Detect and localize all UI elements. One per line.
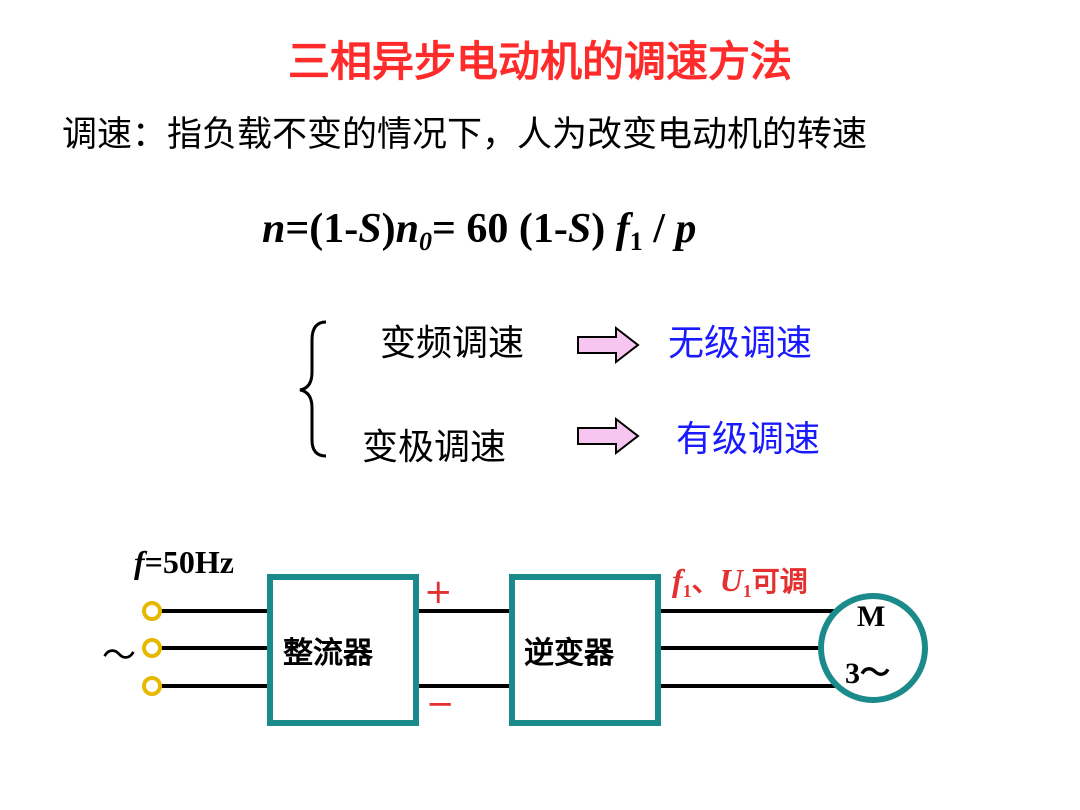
motor-phase-label: 3～ bbox=[845, 657, 890, 690]
supply-frequency-label: f=50Hz bbox=[134, 544, 234, 581]
speed-formula: n=(1-S)n0= 60 (1-S) f1 / p bbox=[262, 205, 696, 257]
formula-p: p bbox=[675, 206, 697, 252]
adj-f-sub: 1 bbox=[682, 581, 692, 601]
terminal-icon-3 bbox=[142, 676, 162, 696]
supply-f: f bbox=[134, 544, 145, 580]
arrow-icon-1 bbox=[577, 325, 640, 365]
terminal-icon-2 bbox=[142, 638, 162, 658]
formula-n0: n bbox=[395, 206, 419, 252]
formula-part-1: =(1- bbox=[285, 206, 359, 252]
adj-u: U bbox=[719, 562, 743, 598]
method-vf-result: 无级调速 bbox=[668, 323, 813, 364]
formula-f: f bbox=[615, 206, 630, 252]
minus-sign: − bbox=[426, 684, 455, 724]
rectifier-box bbox=[267, 574, 419, 726]
formula-slip-1: S bbox=[358, 206, 382, 252]
formula-slip-2: S bbox=[567, 206, 592, 252]
formula-slash: / bbox=[642, 206, 676, 252]
formula-n: n bbox=[262, 206, 286, 252]
plus-sign: + bbox=[424, 572, 453, 612]
ac-symbol: ～ bbox=[102, 636, 136, 676]
arrow-icon-2 bbox=[577, 416, 640, 456]
motor-m-label: M bbox=[857, 600, 886, 633]
rectifier-label: 整流器 bbox=[283, 636, 373, 671]
method-pole-label: 变极调速 bbox=[362, 427, 507, 468]
formula-f-sub: 1 bbox=[629, 227, 643, 256]
formula-part-2: ) bbox=[381, 206, 396, 252]
formula-n0-sub: 0 bbox=[418, 227, 432, 256]
method-pole-result: 有级调速 bbox=[676, 419, 821, 460]
adj-text: 可调 bbox=[751, 565, 808, 598]
inverter-label: 逆变器 bbox=[524, 636, 614, 671]
formula-part-3: = 60 (1- bbox=[431, 206, 568, 252]
inverter-box bbox=[509, 574, 661, 726]
page-title: 三相异步电动机的调速方法 bbox=[287, 37, 792, 86]
brace-icon bbox=[299, 320, 327, 458]
method-vf-label: 变频调速 bbox=[380, 323, 525, 364]
motor-icon bbox=[818, 593, 928, 703]
terminal-icon-1 bbox=[142, 601, 162, 621]
adj-sep: 、 bbox=[691, 565, 720, 598]
adjustable-label: f1、U1可调 bbox=[672, 560, 808, 602]
adj-f: f bbox=[672, 562, 683, 598]
definition-text: 调速：指负载不变的情况下，人为改变电动机的转速 bbox=[62, 115, 868, 155]
formula-part-4: ) bbox=[591, 206, 616, 252]
supply-f-value: =50Hz bbox=[144, 544, 234, 580]
adj-u-sub: 1 bbox=[742, 581, 752, 601]
